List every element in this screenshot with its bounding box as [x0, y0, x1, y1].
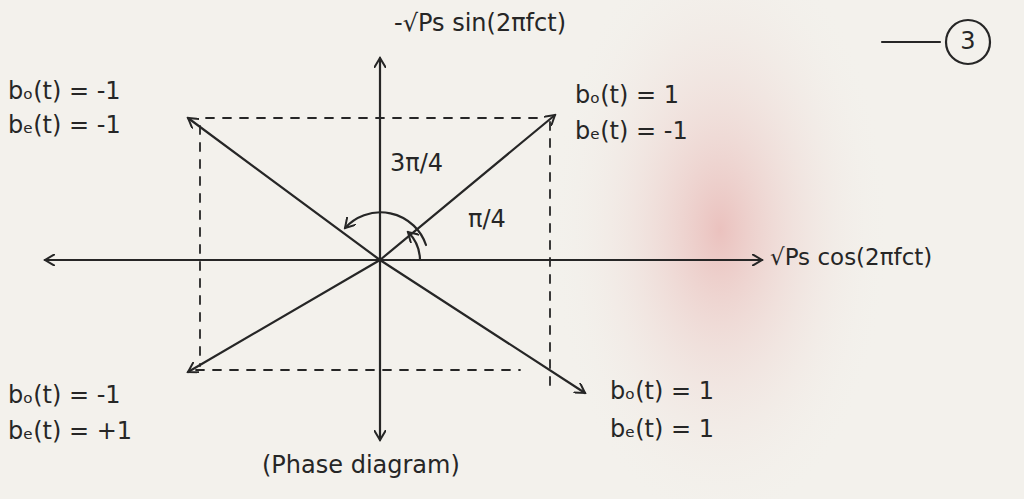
caption: (Phase diagram) — [262, 452, 460, 480]
phasor — [188, 118, 380, 260]
projection-line — [549, 122, 551, 388]
axis-label: √Ps cos(2πfct) — [770, 244, 932, 270]
axis-label: -√Ps sin(2πfct) — [394, 10, 566, 38]
bit-label: bₒ(t) = -1 — [8, 382, 121, 410]
bit-label: bₒ(t) = -1 — [8, 78, 121, 106]
leader-line — [882, 41, 940, 43]
phasor — [380, 115, 555, 260]
projection-line — [206, 117, 540, 119]
axis-left — [45, 259, 380, 261]
angle-arc — [408, 232, 420, 260]
bit-label: bₑ(t) = -1 — [575, 118, 688, 146]
angle-label: 3π/4 — [390, 150, 443, 178]
phasor — [188, 260, 380, 372]
page-number: 3 — [960, 28, 975, 56]
angle-arc — [345, 212, 426, 245]
angle-label: π/4 — [468, 206, 506, 234]
projection-line — [196, 369, 520, 371]
axis-down — [379, 260, 381, 440]
axis-cos — [380, 259, 762, 261]
axis-sin — [379, 58, 381, 260]
bit-label: bₒ(t) = 1 — [610, 378, 714, 406]
bit-label: bₑ(t) = 1 — [610, 416, 714, 444]
bit-label: bₑ(t) = -1 — [8, 112, 121, 140]
page-circle — [946, 20, 990, 64]
projection-line — [199, 126, 201, 366]
bit-label: bₑ(t) = +1 — [8, 418, 132, 446]
phasor — [380, 260, 585, 393]
bit-label: bₒ(t) = 1 — [575, 82, 679, 110]
